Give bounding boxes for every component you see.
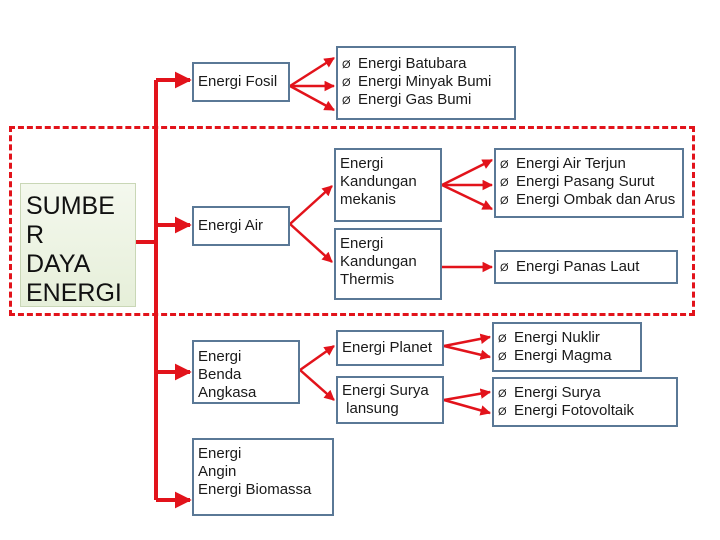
root-line: R [26, 221, 45, 249]
node-energi-fosil: Energi Fosil [192, 62, 290, 102]
arrow-bullet-icon: Ø [498, 351, 507, 363]
root-line: ENERGI [26, 279, 122, 307]
node-label: Energi Fosil [198, 73, 278, 90]
node-kandungan-thermis: Energi Kandungan Thermis [334, 228, 442, 300]
node-label: Energi Air [198, 217, 264, 234]
arrow-bullet-icon: Ø [500, 177, 509, 189]
dashed-highlight-region [9, 126, 695, 316]
node-energi-benda-angkasa: Energi Benda Angkasa [192, 340, 300, 404]
arrow-bullet-icon: Ø [498, 406, 507, 418]
node-kandungan-mekanis: Energi Kandungan mekanis [334, 148, 442, 222]
node-line: Kandungan [340, 253, 417, 270]
arrow-bullet-icon: Ø [500, 195, 509, 207]
node-energi-air: Energi Air [192, 206, 290, 246]
arrow-bullet-icon: Ø [342, 59, 351, 71]
node-energi-angin-biomassa: Energi Angin Energi Biomassa [192, 438, 334, 516]
node-line: Energi Biomassa [198, 481, 312, 498]
arrow-bullet-icon: Ø [500, 262, 509, 274]
node-line: Energi [198, 348, 242, 365]
node-line: Energi Surya [342, 382, 429, 399]
arrow-bullet-icon: Ø [500, 159, 509, 171]
root-line: DAYA [26, 250, 91, 278]
node-line: Angin [198, 463, 237, 480]
node-line: mekanis [340, 191, 396, 208]
node-line: lansung [342, 400, 399, 417]
node-label: Energi Planet [342, 339, 433, 356]
node-energi-surya-lansung: Energi Surya lansung [336, 376, 444, 424]
arrow-bullet-icon: Ø [498, 333, 507, 345]
node-line: Angkasa [198, 384, 257, 401]
node-line: Thermis [340, 271, 395, 288]
node-line: Benda [198, 366, 242, 383]
arrow-bullet-icon: Ø [342, 95, 351, 107]
node-line: Energi [340, 235, 384, 252]
node-line: Energi [198, 445, 242, 462]
root-line: SUMBE [26, 192, 115, 220]
node-energi-planet: Energi Planet [336, 330, 444, 366]
arrow-bullet-icon: Ø [342, 77, 351, 89]
node-line: Energi [340, 155, 384, 172]
root-node: SUMBE R DAYA ENERGI [20, 183, 136, 307]
node-line: Kandungan [340, 173, 417, 190]
arrow-bullet-icon: Ø [498, 388, 507, 400]
